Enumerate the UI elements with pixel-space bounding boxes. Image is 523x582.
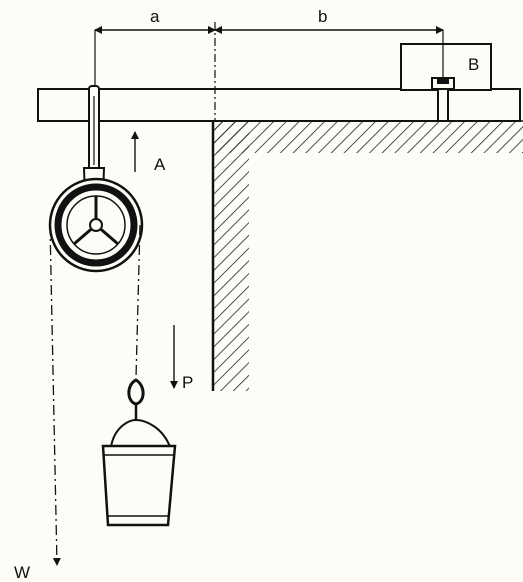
label-point-b: B	[468, 55, 479, 74]
bucket	[101, 444, 177, 527]
label-dim-b: b	[318, 7, 327, 26]
label-arrow-a: A	[154, 155, 166, 174]
label-dim-a: a	[150, 7, 160, 26]
dimension-lines	[94, 22, 444, 121]
hook	[110, 378, 171, 448]
label-arrow-p: P	[182, 373, 193, 392]
label-arrow-w: W	[14, 563, 30, 582]
pulley-wheel	[48, 177, 144, 273]
rope-lines	[49, 224, 141, 566]
wall-hatching	[211, 120, 523, 391]
